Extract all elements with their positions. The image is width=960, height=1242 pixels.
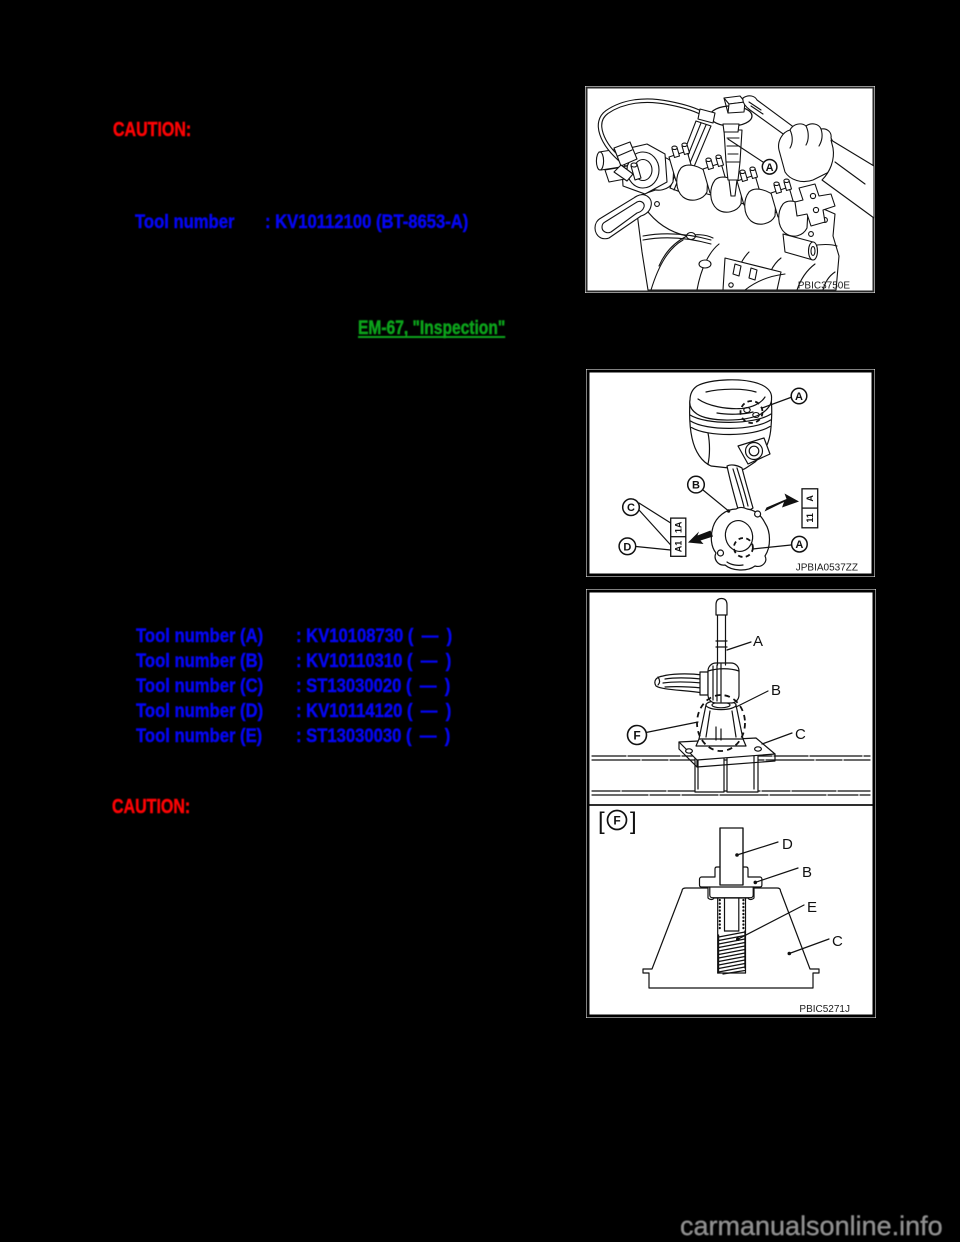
fig3-callout-c-bottom: C xyxy=(832,933,843,950)
fig3-panel-f: F xyxy=(613,813,620,827)
fig3-callout-b-top: B xyxy=(771,682,781,699)
fig3-callout-d: D xyxy=(782,836,793,853)
figure-press-stand-drawing: F A B C [ F ] xyxy=(586,589,876,1018)
tool-list-row-d: Tool number (D) : KV10114120 ( — ) xyxy=(136,701,452,722)
figure-angle-wrench: A PBIC3750E xyxy=(585,86,875,293)
fig3-callout-e: E xyxy=(807,899,817,916)
tool-list-label-b: Tool number (B) xyxy=(136,651,264,672)
inspection-link[interactable]: EM-67, "Inspection" xyxy=(358,318,506,339)
fig2-stamp-left-bottom: A1 xyxy=(673,541,683,553)
tool-number-value: : KV10112100 (BT-8653-A) xyxy=(265,212,469,233)
fig2-callout-b: B xyxy=(692,480,700,492)
fig3-code: PBIC5271J xyxy=(799,1004,850,1015)
fig2-arrow-left xyxy=(688,530,713,544)
fig2-callout-a-bottom: A xyxy=(795,539,803,551)
caution-heading-1: CAUTION: xyxy=(113,119,192,141)
fig2-arrow-right xyxy=(764,493,799,512)
watermark: carmanualsonline.info xyxy=(680,1211,943,1241)
fig3-callout-f: F xyxy=(633,728,640,742)
tool-list-row-b: Tool number (B) : KV10110310 ( — ) xyxy=(136,651,452,672)
figure-press-stand: F A B C [ F ] xyxy=(586,589,876,1018)
tool-number-label: Tool number xyxy=(135,212,235,233)
fig3-callout-b-bottom: B xyxy=(802,864,812,881)
fig2-callout-d: D xyxy=(623,541,631,553)
tool-number-line: Tool number : KV10112100 (BT-8653-A) xyxy=(135,212,469,233)
fig3-callout-a: A xyxy=(753,633,763,650)
fig2-stamp-left-box: 1A A1 xyxy=(670,517,687,557)
tool-list-value-e: : ST13030030 ( — ) xyxy=(296,726,451,747)
tool-list-value-d: : KV10114120 ( — ) xyxy=(296,701,452,722)
caution-heading-2: CAUTION: xyxy=(112,796,191,818)
figure-angle-wrench-drawing: A PBIC3750E xyxy=(585,86,875,293)
fig3-callout-c-top: C xyxy=(795,726,806,743)
fig2-stamp-left-top: 1A xyxy=(673,521,683,533)
figure-piston-rod-drawing: 1A A1 A 11 A B C D A JPBIA0537ZZ xyxy=(586,369,875,577)
fig2-stamp-right-bottom: 11 xyxy=(805,513,815,523)
fig3-panel-bracket-close: ] xyxy=(630,808,637,835)
tool-list-value-b: : KV10110310 ( — ) xyxy=(296,651,452,672)
tool-list-label-a: Tool number (A) xyxy=(136,626,264,647)
tool-list-label-c: Tool number (C) xyxy=(136,676,264,697)
fig2-callout-c: C xyxy=(627,502,635,514)
tool-list-value-a: : KV10108730 ( — ) xyxy=(296,626,453,647)
fig1-callout-a: A xyxy=(766,162,774,174)
tool-list-row-a: Tool number (A) : KV10108730 ( — ) xyxy=(136,626,453,647)
fig3-panel-bracket-open: [ xyxy=(598,808,605,835)
fig2-stamp-right-top: A xyxy=(805,495,815,502)
tool-list-row-c: Tool number (C) : ST13030020 ( — ) xyxy=(136,676,451,697)
tool-list-label-d: Tool number (D) xyxy=(136,701,264,722)
fig2-code: JPBIA0537ZZ xyxy=(796,563,858,574)
fig2-callout-a-top: A xyxy=(795,391,803,403)
tool-list-row-e: Tool number (E) : ST13030030 ( — ) xyxy=(136,726,451,747)
tool-list-value-c: : ST13030020 ( — ) xyxy=(296,676,451,697)
fig1-code: PBIC3750E xyxy=(798,281,851,292)
fig2-stamp-right-box: A 11 xyxy=(801,488,819,529)
figure-piston-rod: 1A A1 A 11 A B C D A JPBIA0537ZZ xyxy=(586,369,875,577)
tool-list-label-e: Tool number (E) xyxy=(136,726,263,747)
